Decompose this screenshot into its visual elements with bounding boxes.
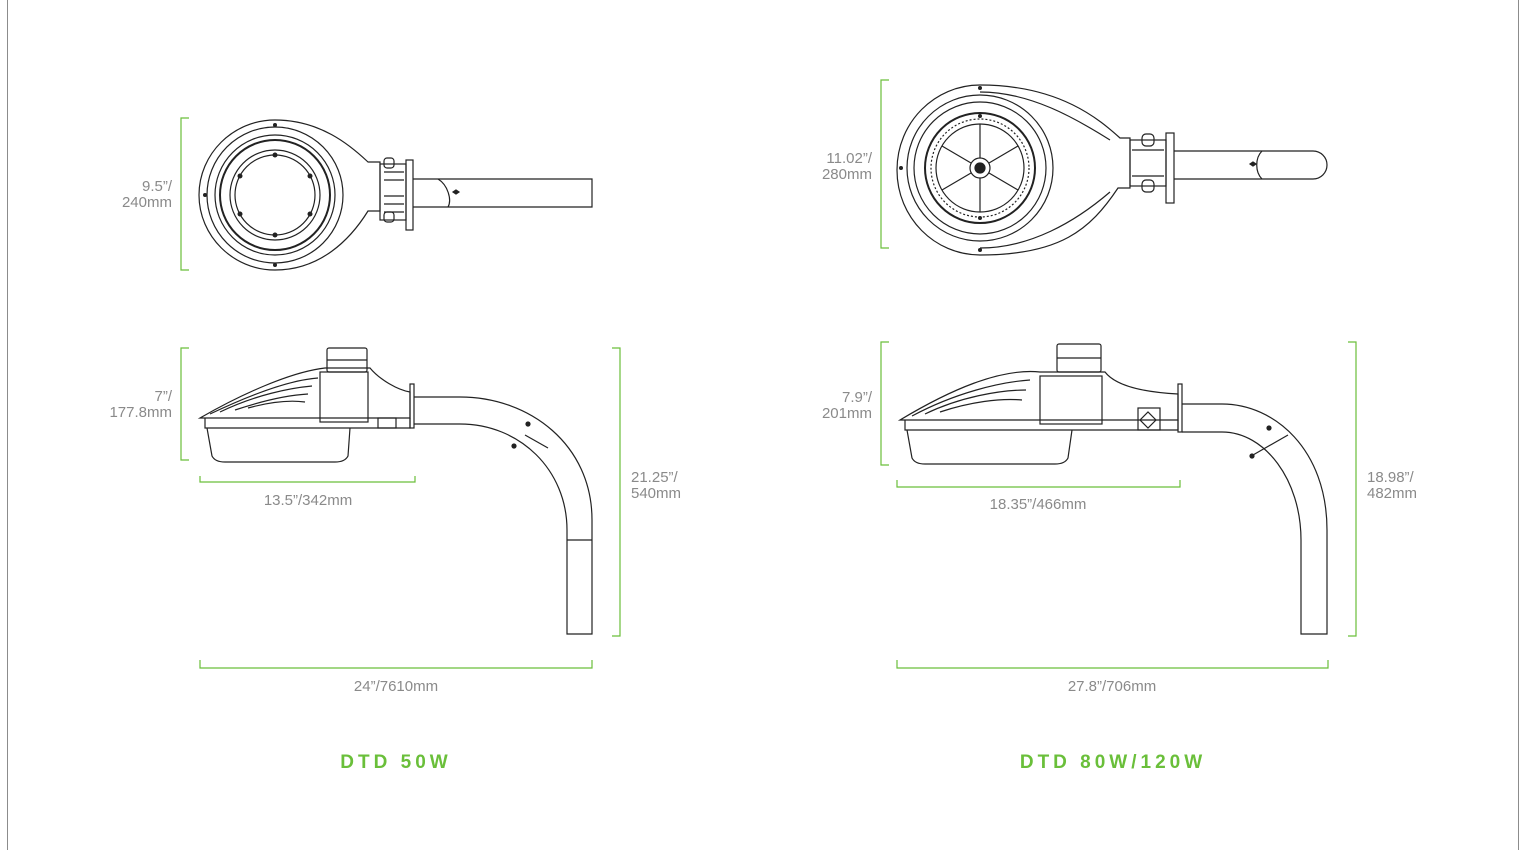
dtd50-side-view: [197, 347, 593, 635]
dtd80-side-view: [897, 343, 1328, 635]
dtd50-overall-height-label-line1: 21.25”/: [631, 469, 678, 486]
dtd50-top-height-label-line1: 9.5”/: [141, 178, 172, 195]
dtd80-top-height-label-line1: 11.02”/: [826, 150, 872, 167]
dtd80-overall-height-label-line1: 18.98”/: [1367, 469, 1414, 486]
dtd80-overall-height-label-line2: 482mm: [1367, 485, 1418, 502]
model-title-dtd50: DTD 50W: [340, 752, 452, 773]
dtd50-top-height-label-line2: 240mm: [121, 194, 172, 211]
dtd50-fixture-height-label-line1: 7”/: [154, 388, 172, 405]
dtd80-fixture-height-label-line2: 201mm: [821, 405, 872, 422]
dtd80-fixture-height-label-line1: 7.9”/: [841, 389, 872, 406]
dtd50-fixture-height-label-line2: 177.8mm: [109, 404, 172, 421]
dtd80-fixture-length-label: 18.35”/466mm: [989, 496, 1087, 513]
dtd80-top-height-label-line2: 280mm: [821, 166, 872, 183]
frame-border-right: [1518, 0, 1519, 850]
frame-border-left: [7, 0, 8, 850]
dtd50-overall-length-label: 24”/7610mm: [353, 678, 439, 695]
dtd50-top-view: [198, 119, 593, 271]
dtd50-fixture-length-label: 13.5”/342mm: [263, 492, 353, 509]
dtd80-top-view: [896, 84, 1328, 256]
dimension-lines: [180, 79, 1357, 669]
model-title-dtd80-120: DTD 80W/120W: [1019, 752, 1207, 773]
dtd80-overall-length-label: 27.8”/706mm: [1067, 678, 1157, 695]
dtd50-overall-height-label-line2: 540mm: [631, 485, 682, 502]
